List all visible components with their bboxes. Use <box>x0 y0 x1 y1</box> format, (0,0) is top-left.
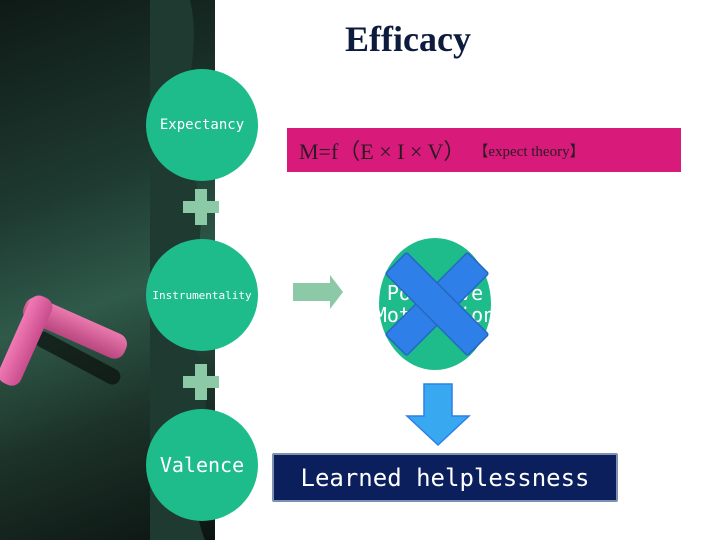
formula-box: M=f（E × I × V） 【expect theory】 <box>287 128 681 172</box>
valence-node: Valence <box>146 409 258 521</box>
expectancy-node: Expectancy <box>146 69 258 181</box>
slide-title: Efficacy <box>345 19 471 59</box>
formula-equation: M=f（E × I × V） <box>299 139 466 164</box>
right-arrow-icon <box>293 275 343 309</box>
cross-icon <box>385 252 489 356</box>
down-arrow-icon <box>405 383 471 447</box>
plus-icon <box>183 189 219 225</box>
learned-helplessness-box: Learned helplessness <box>272 453 618 502</box>
instrumentality-node: Instrumentality <box>146 239 258 351</box>
formula-theory-label: 【expect theory】 <box>473 143 585 160</box>
plus-icon <box>183 364 219 400</box>
